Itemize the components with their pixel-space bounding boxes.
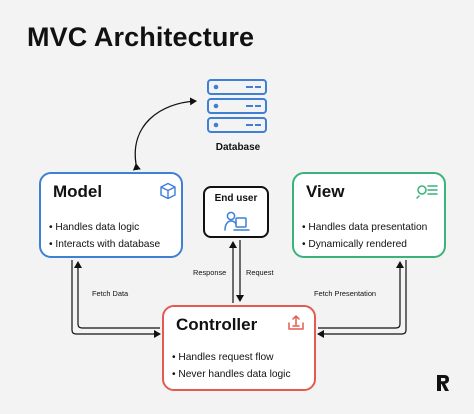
controller-bullets: Handles request flow Never handles data …: [172, 349, 291, 383]
view-title: View: [306, 182, 345, 201]
model-bullet: Handles data logic: [49, 219, 160, 236]
model-bullet: Interacts with database: [49, 236, 160, 253]
end-user-label: End user: [214, 193, 258, 204]
tray-upload-icon: [288, 315, 304, 330]
view-bullet: Dynamically rendered: [302, 236, 427, 253]
model-controller-line-inner: [74, 261, 160, 329]
view-controller-line-outer: [317, 260, 407, 338]
server-stack-icon: [207, 79, 267, 133]
response-label: Response: [193, 268, 227, 277]
view-bullets: Handles data presentation Dynamically re…: [302, 219, 427, 253]
fetch-data-label: Fetch Data: [92, 289, 129, 298]
cube-icon: [160, 182, 176, 200]
database-label: Database: [215, 142, 261, 153]
brand-logo: [437, 375, 449, 391]
model-box: Model Handles data logic Interacts with …: [39, 172, 183, 258]
controller-box: Controller Handles request flow Never ha…: [162, 305, 316, 391]
view-box: View Handles data presentation Dynamical…: [292, 172, 446, 258]
user-laptop-icon: [224, 211, 250, 231]
controller-bullet: Never handles data logic: [172, 366, 290, 383]
end-user-box: End user: [203, 186, 269, 238]
model-title: Model: [53, 182, 103, 201]
search-list-icon: [416, 185, 438, 199]
controller-bullet: Handles request flow: [172, 349, 291, 366]
controller-title: Controller: [176, 315, 258, 334]
model-database-arrow: [132, 97, 197, 171]
model-controller-line-outer: [71, 260, 161, 338]
view-bullet: Handles data presentation: [302, 219, 427, 236]
view-controller-line-inner: [318, 261, 404, 329]
page-title: MVC Architecture: [27, 22, 255, 52]
request-label: Request: [246, 268, 274, 277]
model-bullets: Handles data logic Interacts with databa…: [49, 219, 160, 253]
fetch-presentation-label: Fetch Presentation: [314, 289, 377, 298]
